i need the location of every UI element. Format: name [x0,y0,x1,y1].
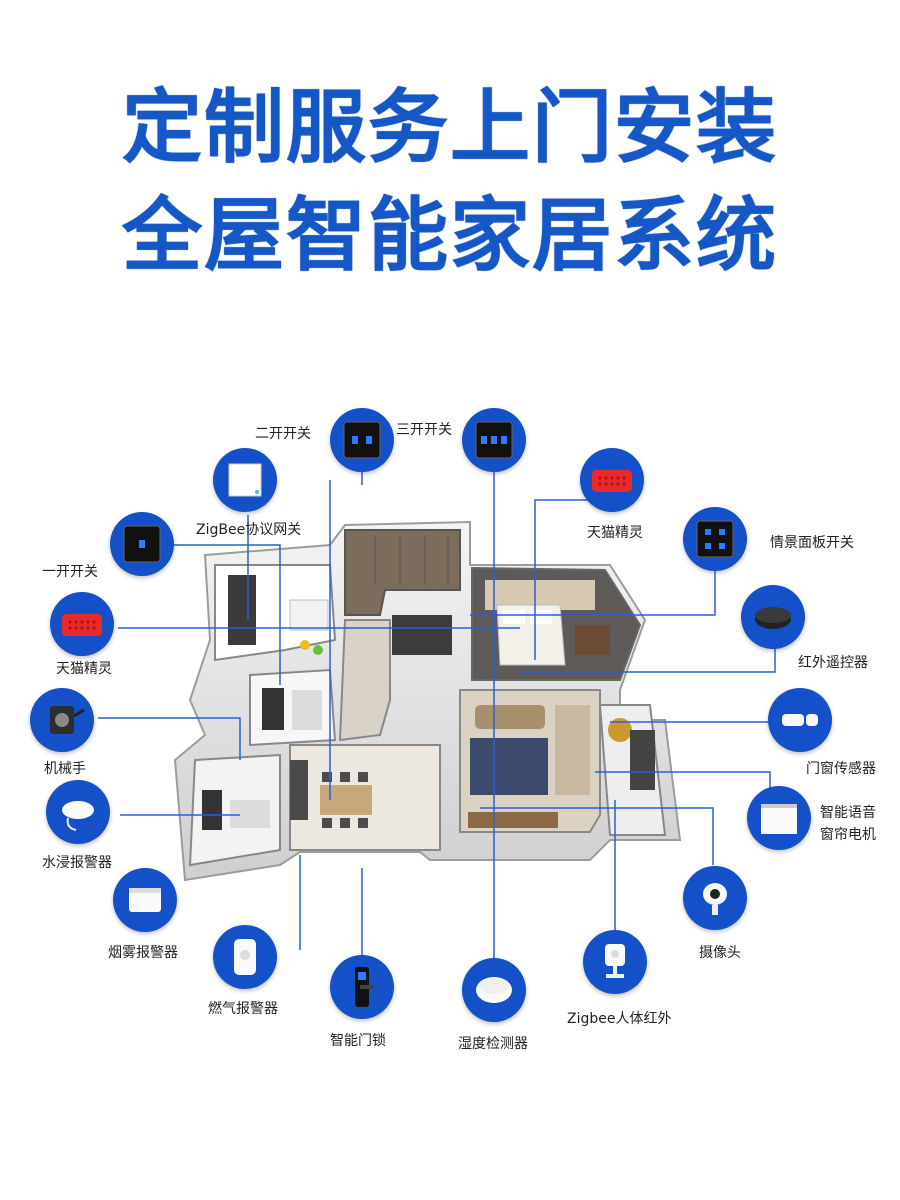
smart-lock-label: 智能门锁 [330,1033,386,1049]
tmall-genie-left-device [50,592,114,656]
zigbee-pir-device [583,930,647,994]
ir-remote-icon [755,607,791,629]
zigbee-gateway-device [213,448,277,512]
headline-line-1: 定制服务上门安装 [122,81,778,174]
smart-speaker-icon [592,470,632,492]
gas-alarm-device [213,925,277,989]
two-gang-switch-device [330,408,394,472]
window-frame [630,730,655,790]
sofa [475,705,545,729]
water-sensor-icon [62,801,94,831]
camera-device [683,866,747,930]
smoke-alarm-device [113,868,177,932]
water-leak-alarm-device [46,780,110,844]
headline-line-2: 全屋智能家居系统 [122,189,778,282]
gas-detector-icon [234,939,256,975]
door-sensor-icon [782,714,818,726]
smoke-alarm-label: 烟雾报警器 [108,945,178,961]
robotic-arm-icon [50,706,85,734]
sideboard [555,705,590,795]
humidity-sensor-device [462,958,526,1022]
ir-remote-label: 红外遥控器 [798,655,868,671]
smart-lock-icon [355,967,374,1007]
water-leak-alarm-label: 水浸报警器 [42,855,112,871]
two-gang-switch-icon [343,421,381,459]
wardrobe [344,529,461,616]
fridge [228,575,256,645]
humidity-sensor-label: 湿度检测器 [458,1036,528,1052]
scene-panel-icon [696,520,734,558]
counter [230,800,270,828]
door-sensor-label: 门窗传感器 [806,761,876,777]
pillow [503,610,525,624]
three-gang-switch-label: 三开开关 [396,422,452,438]
humidity-sensor-icon [476,977,512,1003]
zigbee-gateway-label: ZigBee协议网关 [196,522,302,538]
motion-sensor-icon [605,944,625,978]
three-gang-switch-icon [475,421,513,459]
curtain-motor-device [747,786,811,850]
gateway-icon [228,463,262,497]
robotic-arm-device [30,688,94,752]
zigbee-pir-label: Zigbee人体红外 [567,1011,672,1027]
curtain-motor-icon [761,804,797,834]
rug [470,738,548,795]
one-gang-switch-label: 一开开关 [42,564,98,580]
robotic-arm-label: 机械手 [44,761,86,777]
shelf [289,599,329,631]
smoke-detector-icon [129,888,161,912]
scene-panel-switch-device [683,507,747,571]
three-gang-switch-device [462,408,526,472]
connector-lines [98,440,776,970]
plant [608,718,632,742]
oven [202,790,222,830]
door-sensor-device [768,688,832,752]
tmall-genie-top-label: 天猫精灵 [587,525,643,541]
bookshelf [290,760,308,820]
tmall-genie-top-device [580,448,644,512]
pillow [530,610,552,624]
fruit [313,645,323,655]
camera-icon [703,883,727,915]
tmall-genie-left-label: 天猫精灵 [56,661,112,677]
shower [292,690,322,730]
bathroom-cabinet [262,688,284,730]
camera-label: 摄像头 [699,945,741,961]
dining-table [320,785,372,815]
desk [575,625,610,655]
curtain-motor-label-line2: 窗帘电机 [820,827,876,843]
cabinet [392,615,452,655]
one-gang-switch-icon [123,525,161,563]
ir-remote-device [741,585,805,649]
tv-cabinet [468,812,558,828]
smart-speaker-icon [62,614,102,636]
smart-lock-device [330,955,394,1019]
one-gang-switch-device [110,512,174,576]
two-gang-switch-label: 二开开关 [255,426,311,442]
curtain-motor-label-line1: 智能语音 [820,805,876,821]
gas-alarm-label: 燃气报警器 [208,1001,278,1017]
scene-panel-switch-label: 情景面板开关 [770,535,854,551]
fruit [300,640,310,650]
corridor [338,619,391,742]
